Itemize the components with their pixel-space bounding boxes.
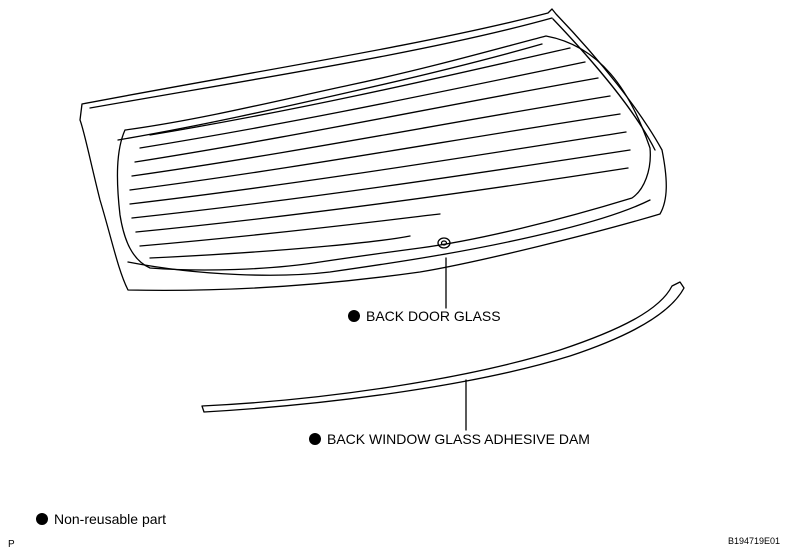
back-door-glass-callout: BACK DOOR GLASS: [348, 308, 501, 324]
corner-code-right: B194719E01: [728, 536, 781, 546]
legend-text: Non-reusable part: [54, 511, 167, 527]
corner-code-left: P: [8, 539, 15, 550]
back-door-glass-label: BACK DOOR GLASS: [366, 308, 501, 324]
back-door-glass: [79, 8, 667, 292]
non-reusable-bullet-icon: [309, 433, 321, 445]
non-reusable-bullet-icon: [36, 513, 48, 525]
adhesive-dam-callout: BACK WINDOW GLASS ADHESIVE DAM: [309, 431, 590, 447]
adhesive-dam: [201, 281, 685, 413]
legend: Non-reusable part: [36, 511, 166, 527]
non-reusable-bullet-icon: [348, 310, 360, 322]
adhesive-dam-label: BACK WINDOW GLASS ADHESIVE DAM: [327, 431, 590, 447]
